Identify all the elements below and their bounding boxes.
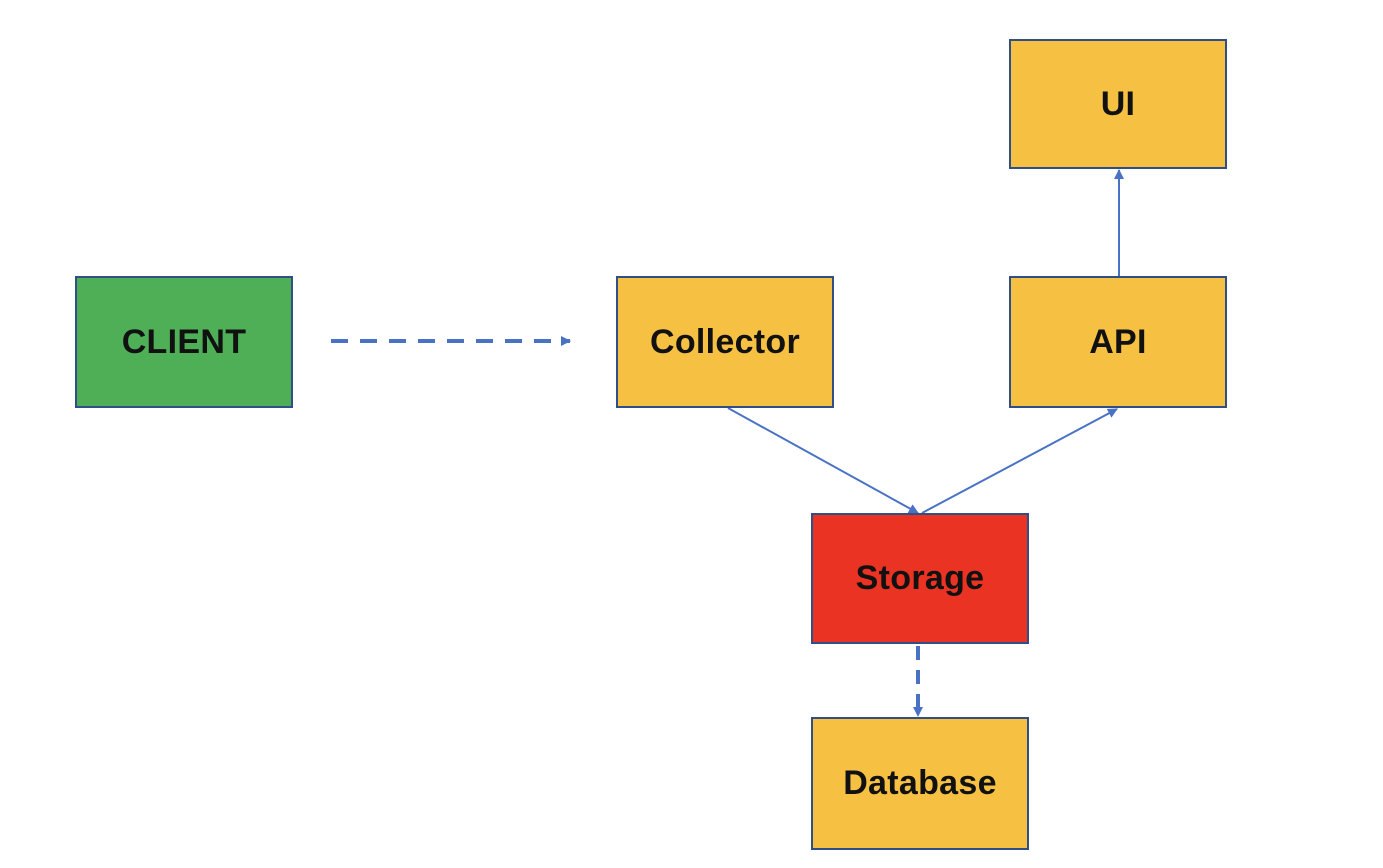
node-client: CLIENT [75,276,293,408]
node-ui-label: UI [1100,84,1136,123]
node-database: Database [811,717,1029,850]
node-ui: UI [1009,39,1227,169]
edge-collector-to-storage [727,407,919,514]
node-client-label: CLIENT [121,322,247,361]
node-api-label: API [1089,322,1147,361]
node-api: API [1009,276,1227,408]
node-collector-label: Collector [649,322,801,361]
node-storage-label: Storage [855,559,985,597]
node-storage: Storage [811,513,1029,644]
node-collector: Collector [616,276,834,408]
node-database-label: Database [843,764,997,802]
edge-storage-to-api [921,408,1118,514]
